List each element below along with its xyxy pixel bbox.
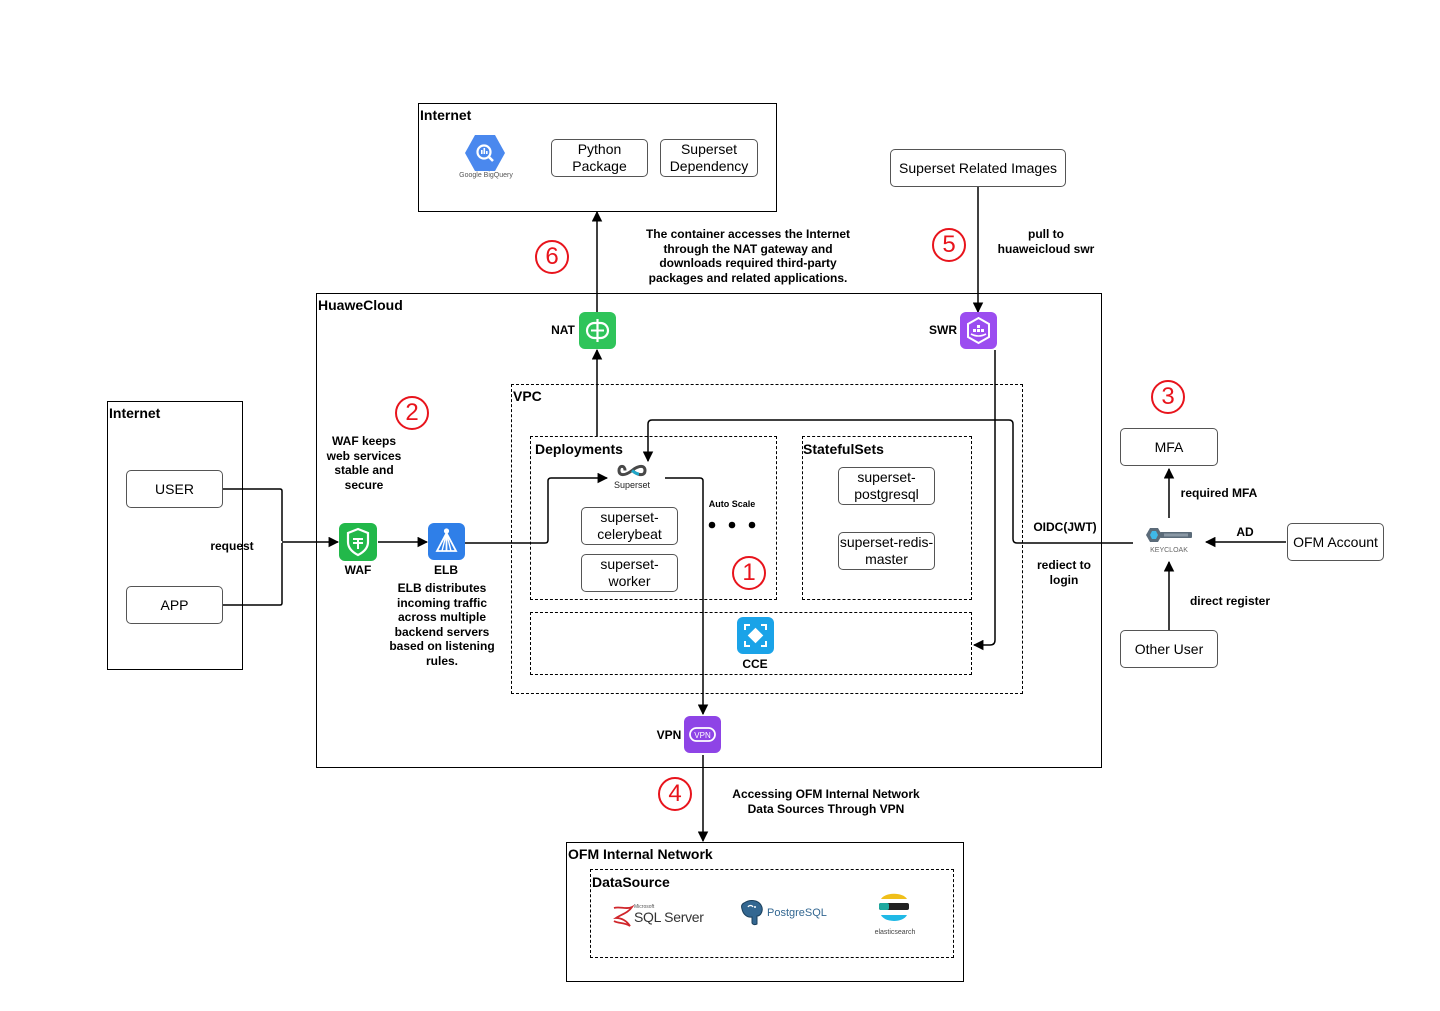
svg-text:VPN: VPN (694, 731, 711, 740)
step-1-badge: 1 (732, 556, 766, 590)
superset-logo-icon (617, 463, 647, 478)
app-node: APP (126, 586, 223, 624)
huaweicloud-container (316, 293, 1102, 768)
waf-shield-icon (339, 523, 377, 561)
statefulsets-title: StatefulSets (803, 441, 884, 457)
step-6-badge: 6 (535, 240, 569, 274)
required-mfa-label: required MFA (1180, 486, 1258, 500)
cce-label: CCE (742, 657, 768, 671)
python-package-node: Python Package (551, 139, 648, 177)
cce-container (530, 612, 972, 675)
superset-worker-node: superset- worker (581, 554, 678, 592)
superset-celerybeat-node: superset- celerybeat (581, 507, 678, 545)
deployments-container (530, 436, 777, 600)
nat-label: NAT (551, 323, 575, 337)
user-to-waf-line (223, 488, 283, 541)
statefulsets-container (802, 436, 972, 600)
elb-load-balancer-icon (428, 523, 465, 560)
pull-to-note: pull to huaweicloud swr (997, 227, 1095, 256)
datasource-title: DataSource (592, 874, 670, 890)
vpn-label: VPN (656, 728, 682, 742)
internet-left-container (107, 401, 243, 670)
superset-to-vpn-arrow (665, 477, 709, 716)
ofm-internal-network-container (566, 842, 964, 982)
datasource-container (590, 869, 954, 958)
keycloak-to-superset-arrow (642, 419, 1133, 544)
superset-images-node: Superset Related Images (890, 149, 1066, 187)
keycloak-text: KEYCLOAK (1150, 547, 1188, 554)
deployments-title: Deployments (535, 441, 623, 457)
request-label: request (210, 539, 254, 553)
elb-label: ELB (434, 563, 458, 577)
superset-dependency-node: Superset Dependency (660, 139, 758, 177)
auto-scale-dots (707, 516, 757, 529)
elb-note: ELB distributes incoming traffic across … (389, 581, 495, 668)
step-5-badge: 5 (932, 228, 966, 262)
user-node: USER (126, 470, 223, 508)
vpc-title: VPC (513, 388, 542, 404)
bigquery-icon (464, 134, 506, 172)
superset-logo-text: Superset (613, 480, 651, 490)
mfa-node: MFA (1120, 428, 1218, 466)
step-2-badge: 2 (395, 396, 429, 430)
ofm-internal-network-title: OFM Internal Network (568, 846, 713, 862)
cce-container-engine-icon (737, 617, 774, 654)
swr-to-cce-arrow (972, 350, 996, 651)
internet-top-container (418, 103, 777, 212)
direct-register-label: direct register (1189, 594, 1271, 608)
vpn-gateway-icon: VPN (684, 716, 721, 753)
app-to-waf-line (223, 543, 283, 606)
keycloak-key-icon (1144, 526, 1194, 544)
sqlserver-text: SQL Server (634, 909, 704, 925)
sqlserver-icon (612, 904, 635, 928)
sqlserver-microsoft-text: Microsoft (634, 904, 655, 910)
step-4-badge: 4 (658, 777, 692, 811)
internet-top-title: Internet (420, 107, 472, 123)
waf-label: WAF (344, 563, 372, 577)
waf-note: WAF keeps web services stable and secure (326, 434, 402, 492)
bigquery-label: Google BigQuery (459, 172, 513, 179)
vpn-note: Accessing OFM Internal Network Data Sour… (732, 787, 920, 816)
swr-registry-icon (960, 312, 997, 349)
elb-to-superset-arrow (465, 472, 609, 544)
oidc-label: OIDC(JWT) (1033, 520, 1097, 534)
step-3-badge: 3 (1151, 380, 1185, 414)
redirect-login-label: rediect to login (1036, 558, 1091, 587)
ad-label: AD (1236, 525, 1254, 539)
vpc-container (511, 384, 1023, 694)
nat-note: The container accesses the Internet thro… (645, 227, 851, 285)
auto-scale-label: Auto Scale (708, 499, 756, 509)
other-user-node: Other User (1120, 630, 1218, 668)
postgresql-text: PostgreSQL (767, 907, 827, 919)
nat-gateway-icon (579, 312, 616, 349)
superset-postgresql-node: superset- postgresql (838, 467, 935, 505)
postgresql-elephant-icon (738, 899, 766, 927)
swr-label: SWR (929, 323, 957, 337)
elasticsearch-icon (877, 891, 911, 927)
elasticsearch-text: elasticsearch (874, 929, 916, 936)
superset-redis-master-node: superset-redis- master (838, 532, 935, 570)
huaweicloud-title: HuaweCloud (318, 297, 403, 313)
ofm-account-node: OFM Account (1287, 523, 1384, 561)
internet-left-title: Internet (109, 405, 161, 421)
